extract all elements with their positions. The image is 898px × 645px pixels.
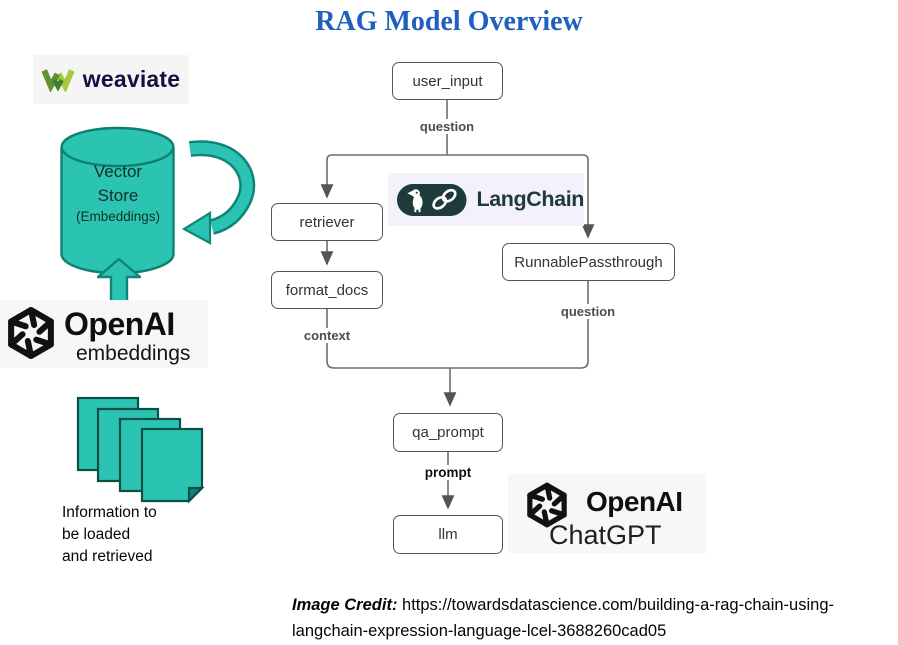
node-qa-prompt: qa_prompt [393,413,503,452]
vector-store-label: Vector Store (Embeddings) [75,162,161,224]
weaviate-label: weaviate [82,66,181,92]
openai-chatgpt-logo: OpenAI ChatGPT [508,474,706,553]
documents-stack-icon [76,396,205,504]
page-title: RAG Model Overview [315,6,583,37]
edge-label-context: context [299,328,355,343]
documents-caption: Information to be loaded and retrieved [62,504,157,565]
image-credit: Image Credit: https://towardsdatascience… [292,592,882,644]
langchain-label: LangChain [476,187,585,211]
weaviate-logo: weaviate [33,55,189,104]
weaviate-w-icon [41,68,74,92]
node-retriever: retriever [271,203,383,241]
node-user-input: user_input [392,62,503,100]
chatgpt-text: ChatGPT [549,520,662,550]
openai-embeddings-logo: OpenAI embeddings [0,300,208,368]
image-credit-label: Image Credit: [292,596,398,614]
langchain-parrot-chain-icon [397,183,467,216]
edge-label-question-right: question [556,304,620,319]
edge-label-prompt: prompt [420,465,476,480]
node-format-docs: format_docs [271,271,383,309]
edge-label-question-top: question [415,119,479,134]
image-credit-url-line2: langchain-expression-language-lcel-36882… [292,622,667,640]
node-runnable-passthrough: RunnablePassthrough [502,243,675,281]
langchain-logo: LangChain [388,173,584,226]
node-llm: llm [393,515,503,554]
embeddings-text: embeddings [76,342,191,365]
openai-brand-text: OpenAI [586,486,683,517]
cylinder-database [60,126,175,275]
image-credit-url-line1: https://towardsdatascience.com/building-… [397,596,834,614]
loop-arrow-icon [182,140,256,245]
openai-brand-text: OpenAI [64,306,175,342]
